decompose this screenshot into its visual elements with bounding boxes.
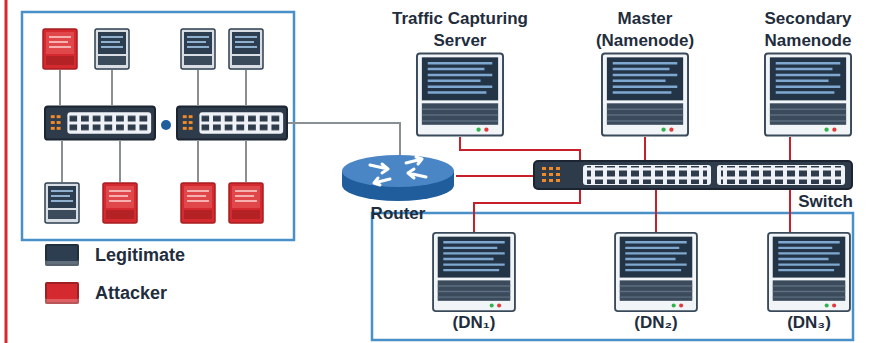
node-label: Master (Namenode) [585,8,705,52]
datanode-panel [372,213,853,340]
device-icon [764,52,852,137]
node-label: (DN₃) [787,312,831,334]
network-link [474,190,580,232]
legitimate-host [45,183,79,223]
device-shape [602,53,688,135]
device-icon [340,153,456,203]
device-shape [615,233,697,311]
legend-swatch [45,282,79,304]
node-label: Secondary Namenode [748,8,868,52]
device-icon [416,52,504,137]
client-switch [45,106,155,139]
legitimate-host [95,29,129,69]
device-icon [533,160,853,190]
device-shape [765,53,851,135]
device-shape [433,233,515,311]
device-icon [765,232,853,312]
dn-node: (DN₁) [426,232,522,334]
network-link [644,137,646,160]
legend-swatch [45,244,79,266]
server-node: Traffic Capturing Server [380,8,540,137]
node-label: Router [371,203,426,225]
device-icon [612,232,700,312]
network-link [789,137,791,160]
network-link [460,137,580,160]
attacker-host [103,183,137,223]
node-label: Switch [798,191,853,213]
client-panel [22,12,294,240]
server-node: Secondary Namenode [748,8,868,137]
device-shape [417,53,503,135]
dn-node: (DN₂) [608,232,704,334]
network-link [789,190,791,232]
ellipsis-dot [161,120,171,130]
attacker-host [229,183,263,223]
legitimate-host [229,29,263,69]
dn-node: (DN₃) [761,232,857,334]
attacker-host [181,183,215,223]
legend-label: Legitimate [95,245,185,266]
node-label: (DN₂) [634,312,677,334]
client-switch [177,106,287,139]
device-shape [768,233,850,311]
network-link [655,190,657,232]
router-node: Router [340,153,456,203]
device-icon [601,52,689,137]
server-node: Master (Namenode) [585,8,705,137]
switch-node: Switch [533,160,853,190]
attacker-host [43,29,77,69]
node-label: (DN₁) [453,312,496,334]
legitimate-host [181,29,215,69]
device-shape [534,161,852,189]
legend-label: Attacker [95,283,167,304]
device-icon [430,232,518,312]
legend-entry: Attacker [45,282,167,304]
network-link [456,175,533,177]
device-shape [342,155,454,201]
frame-line [5,0,8,343]
node-label: Traffic Capturing Server [380,8,540,52]
legend-entry: Legitimate [45,244,185,266]
